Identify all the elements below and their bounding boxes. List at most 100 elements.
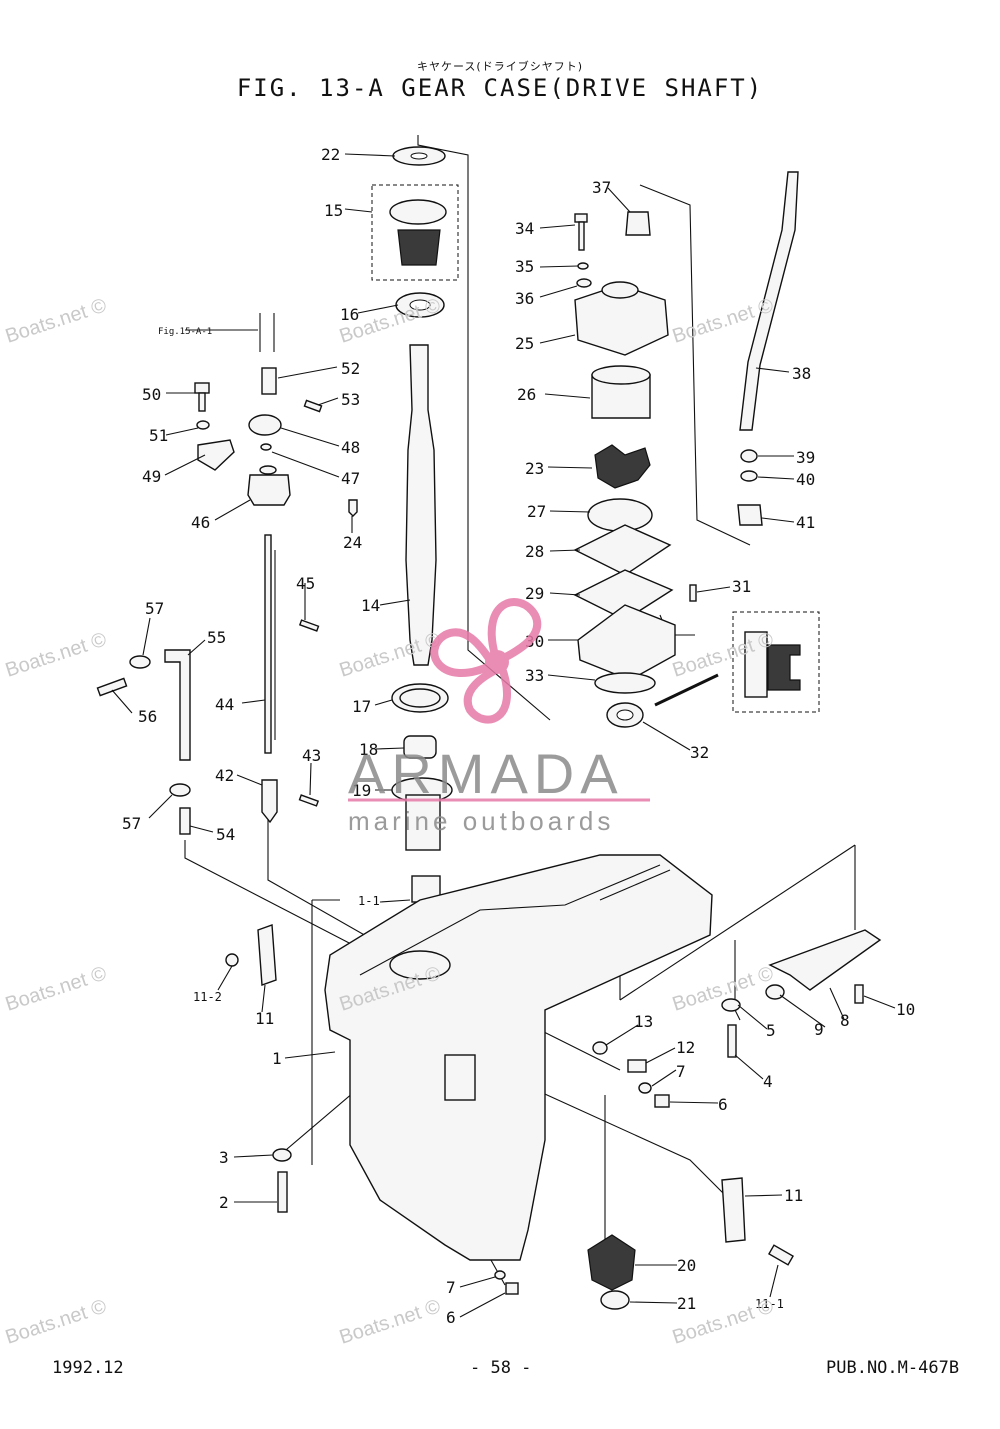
footer-pub-number: PUB.NO.M-467B — [826, 1358, 960, 1378]
bolt-part-50 — [194, 382, 210, 394]
washer-part-13 — [592, 1041, 608, 1055]
washer-part-5 — [721, 998, 741, 1012]
washer-part-51 — [196, 420, 210, 430]
pinion-gear-part-15 — [397, 229, 441, 266]
callout-20: 20 — [677, 1256, 696, 1275]
plate-part-28 — [573, 524, 672, 576]
figure-title-japanese: キヤケース(ドライブシヤフト) — [416, 60, 584, 73]
callout-28: 28 — [525, 542, 544, 561]
ring-part-47 — [260, 443, 272, 451]
nut-part-21 — [600, 1290, 630, 1310]
propeller-logo-icon — [430, 598, 542, 724]
gasket-part-7b — [494, 1270, 506, 1280]
footer-date: 1992.12 — [52, 1358, 124, 1378]
callout-39: 39 — [796, 448, 815, 467]
detail-inset-box — [732, 611, 820, 713]
figure-title: FIG. 13-A GEAR CASE(DRIVE SHAFT) — [236, 74, 764, 102]
callout-35: 35 — [515, 257, 534, 276]
anode-part-11a — [257, 924, 277, 986]
callout-10: 10 — [896, 1000, 915, 1019]
grommet-part-46 — [247, 474, 291, 506]
callout-17: 17 — [352, 697, 371, 716]
callout-34: 34 — [515, 219, 534, 238]
callouts: 22 15 16 Fig.15-A-1 52 53 50 51 48 49 47… — [111, 145, 915, 1327]
gasket-part-29 — [573, 569, 674, 621]
callout-14: 14 — [361, 596, 380, 615]
clip-part-57b — [169, 783, 191, 797]
grommet-part-40 — [740, 470, 758, 482]
callout-44: 44 — [215, 695, 234, 714]
callout-18: 18 — [359, 740, 378, 759]
drive-shaft-part-14 — [405, 344, 437, 666]
fitting-part-54 — [179, 807, 191, 835]
footer-page-number: - 58 - — [470, 1358, 532, 1378]
callout-45: 45 — [296, 574, 315, 593]
callout-29: 29 — [525, 584, 544, 603]
brand-tagline: marine outboards — [348, 806, 614, 836]
callout-46: 46 — [191, 513, 210, 532]
bolt-part-34 — [574, 213, 588, 223]
callout-27: 27 — [527, 502, 546, 521]
callout-12: 12 — [676, 1038, 695, 1057]
pinion-gear-part-20 — [587, 1234, 636, 1291]
callout-31: 31 — [732, 577, 751, 596]
watermark-text: Boats.net © — [3, 294, 110, 347]
o-ring-part-48 — [248, 414, 282, 436]
callout-24: 24 — [343, 533, 362, 552]
callout-36: 36 — [515, 289, 534, 308]
pin-part-43 — [298, 794, 320, 807]
pin-part-53 — [303, 399, 323, 413]
callout-56: 56 — [138, 707, 157, 726]
watermark-text: Boats.net © — [3, 1295, 110, 1348]
seal-part-41 — [737, 504, 763, 526]
plate-part-49 — [197, 439, 235, 471]
detail-seal-lip — [767, 644, 801, 691]
callout-43: 43 — [302, 746, 321, 765]
plate-part-8 — [768, 929, 882, 991]
callout-6-upper: 6 — [718, 1095, 728, 1114]
callout-13: 13 — [634, 1012, 653, 1031]
bearing-part-1-1 — [411, 875, 441, 903]
gasket-part-7a — [638, 1082, 652, 1094]
callout-11-lower: 11 — [784, 1186, 803, 1205]
key-part-24 — [348, 499, 358, 517]
callout-54: 54 — [216, 825, 235, 844]
callout-4: 4 — [763, 1072, 773, 1091]
callout-26: 26 — [517, 385, 536, 404]
clip-part-57a — [129, 655, 151, 669]
callout-5: 5 — [766, 1021, 776, 1040]
watermark-text: Boats.net © — [3, 628, 110, 681]
watermark-text: Boats.net © — [337, 294, 444, 347]
watermark-text: Boats.net © — [337, 1295, 444, 1348]
gasket-part-27 — [587, 498, 653, 532]
watermark-text: Boats.net © — [3, 962, 110, 1015]
impeller-part-23 — [594, 444, 651, 489]
dowel-pin-part-31 — [689, 584, 697, 602]
callout-40: 40 — [796, 470, 815, 489]
callout-8: 8 — [840, 1011, 850, 1030]
callout-22: 22 — [321, 145, 340, 164]
screw-part-6a — [654, 1094, 670, 1108]
bolt-part-10 — [854, 984, 864, 1004]
callout-6-lower: 6 — [446, 1308, 456, 1327]
anode-part-11b — [721, 1177, 746, 1243]
gear-case-part-1 — [324, 854, 713, 1261]
callout-23: 23 — [525, 459, 544, 478]
callout-37: 37 — [592, 178, 611, 197]
callout-47: 47 — [341, 469, 360, 488]
washer-part-35 — [577, 262, 589, 270]
callout-2: 2 — [219, 1193, 229, 1212]
water-tube-part-38 — [739, 171, 799, 431]
clip-part-9 — [765, 984, 785, 1000]
pinion-group-box — [371, 184, 459, 281]
callout-16: 16 — [340, 305, 359, 324]
callout-15: 15 — [324, 201, 343, 220]
callout-57-lower: 57 — [122, 814, 141, 833]
bush-part-18 — [403, 735, 437, 759]
water-pipe-part-55 — [164, 649, 191, 761]
callout-42: 42 — [215, 766, 234, 785]
bushing-part-52 — [261, 367, 277, 395]
pin-part-45 — [298, 619, 320, 632]
callout-33: 33 — [525, 666, 544, 685]
bolt-part-2 — [277, 1171, 288, 1213]
